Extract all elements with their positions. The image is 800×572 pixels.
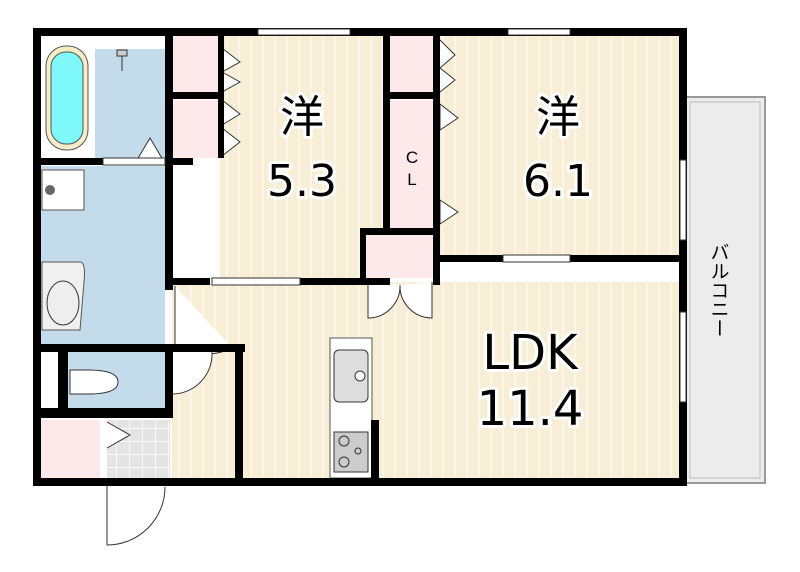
hallway (172, 160, 218, 278)
closet-label-l: L (407, 170, 416, 189)
window-room2 (507, 28, 571, 36)
shower-faucet-icon (116, 49, 128, 71)
entrance-door[interactable] (106, 483, 166, 546)
room-size-ldk: 11.4 (477, 381, 584, 437)
bathtub-water (50, 51, 84, 145)
room-label-western-1: 洋 (280, 92, 324, 143)
toilet-icon (69, 369, 119, 395)
balcony (684, 96, 766, 484)
western-room-2 (438, 35, 683, 258)
walls (33, 28, 687, 486)
toilet-door[interactable] (171, 351, 213, 395)
room-label-western-2: 洋 (536, 92, 580, 143)
closet-2a (390, 35, 435, 93)
sink (333, 349, 369, 403)
closet-1a (172, 35, 218, 92)
balcony-label: バルコニー (708, 243, 729, 338)
window-room2-side (679, 159, 687, 241)
shoe-storage (40, 420, 100, 478)
western-room-1 (220, 35, 383, 280)
window-ldk (679, 311, 687, 403)
stove (333, 431, 369, 473)
closet-3 (365, 234, 435, 278)
room-size-western-2: 6.1 (523, 156, 593, 207)
room-size-western-1: 5.3 (267, 156, 337, 207)
window-room1 (257, 28, 351, 36)
room-label-ldk: LDK (482, 325, 579, 381)
closet-1b (172, 100, 218, 158)
closet-cl (390, 100, 435, 228)
closet-label-c: C (406, 148, 418, 167)
